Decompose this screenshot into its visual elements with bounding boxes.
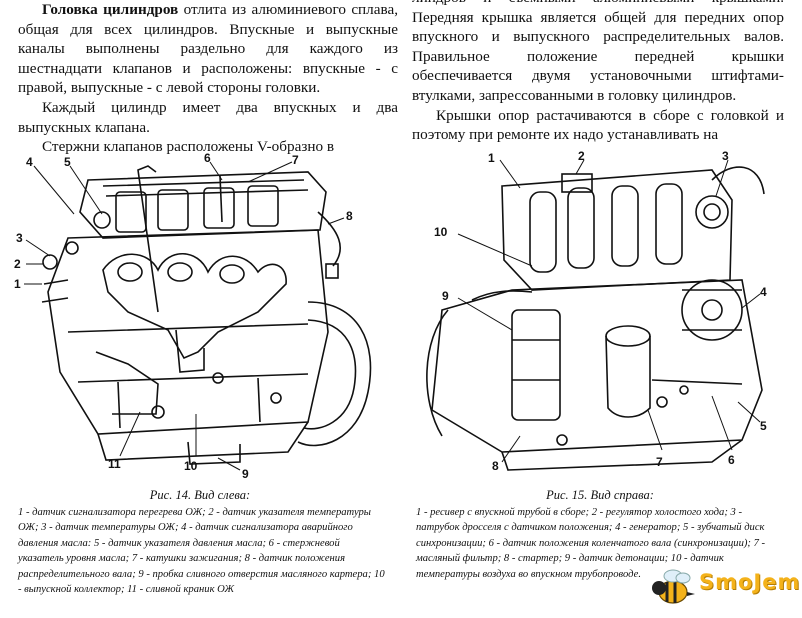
paragraph-valves: Каждый цилиндр имеет два впускных и два … (18, 98, 398, 136)
callout-6: 6 (204, 152, 211, 165)
callout-8: 8 (492, 459, 499, 473)
paragraph-text: отлита из алюминиевого сплава, общая для… (18, 1, 399, 97)
left-column: Головка цилиндров отлита из алюминиевого… (18, 0, 398, 157)
callout-9: 9 (242, 467, 249, 481)
callout-2: 2 (578, 149, 585, 163)
figure-15-engine-right-view: 1 2 3 10 9 4 5 6 7 8 (426, 149, 767, 473)
bee-icon (652, 569, 695, 604)
paragraph-covers: линдров и съемными алюминиевыми крышками… (412, 0, 784, 104)
callout-10: 10 (434, 225, 448, 239)
section-heading: Головка цилиндров (42, 1, 179, 18)
paragraph-cylinder-head: Головка цилиндров отлита из алюминиевого… (18, 0, 398, 98)
callout-1: 1 (488, 151, 495, 165)
figure-15-caption: Рис. 15. Вид справа: (546, 488, 654, 502)
right-column: линдров и съемными алюминиевыми крышками… (412, 0, 784, 145)
callout-4: 4 (760, 285, 767, 299)
watermark-text: SmoJem (699, 570, 801, 594)
callout-3: 3 (16, 231, 23, 245)
callout-1: 1 (14, 277, 21, 291)
callout-7: 7 (656, 455, 663, 469)
figure-15-legend: 1 - ресивер с впускной трубой в сборе; 2… (416, 507, 766, 580)
figure-14-legend: 1 - датчик сигнализатора перегрева ОЖ; 2… (18, 507, 385, 596)
callout-5: 5 (760, 419, 767, 433)
figure-14-engine-left-view: 4 5 6 7 3 2 1 8 11 10 9 (14, 152, 372, 481)
figure-14-caption: Рис. 14. Вид слева: (149, 488, 251, 502)
callout-8: 8 (346, 209, 353, 223)
callout-2: 2 (14, 257, 21, 271)
callout-7: 7 (292, 153, 299, 167)
smojem-watermark-logo: SmoJem (647, 566, 799, 612)
callout-3: 3 (722, 149, 729, 163)
callout-9: 9 (442, 289, 449, 303)
callout-11: 11 (108, 457, 121, 471)
callout-4: 4 (26, 155, 33, 169)
callout-10: 10 (184, 459, 198, 473)
callout-5: 5 (64, 155, 71, 169)
paragraph-valve-stems: Стержни клапанов расположены V-образно в (42, 138, 335, 156)
callout-6: 6 (728, 453, 735, 467)
paragraph-bore: Крышки опор растачиваются в сборе с голо… (412, 106, 784, 144)
